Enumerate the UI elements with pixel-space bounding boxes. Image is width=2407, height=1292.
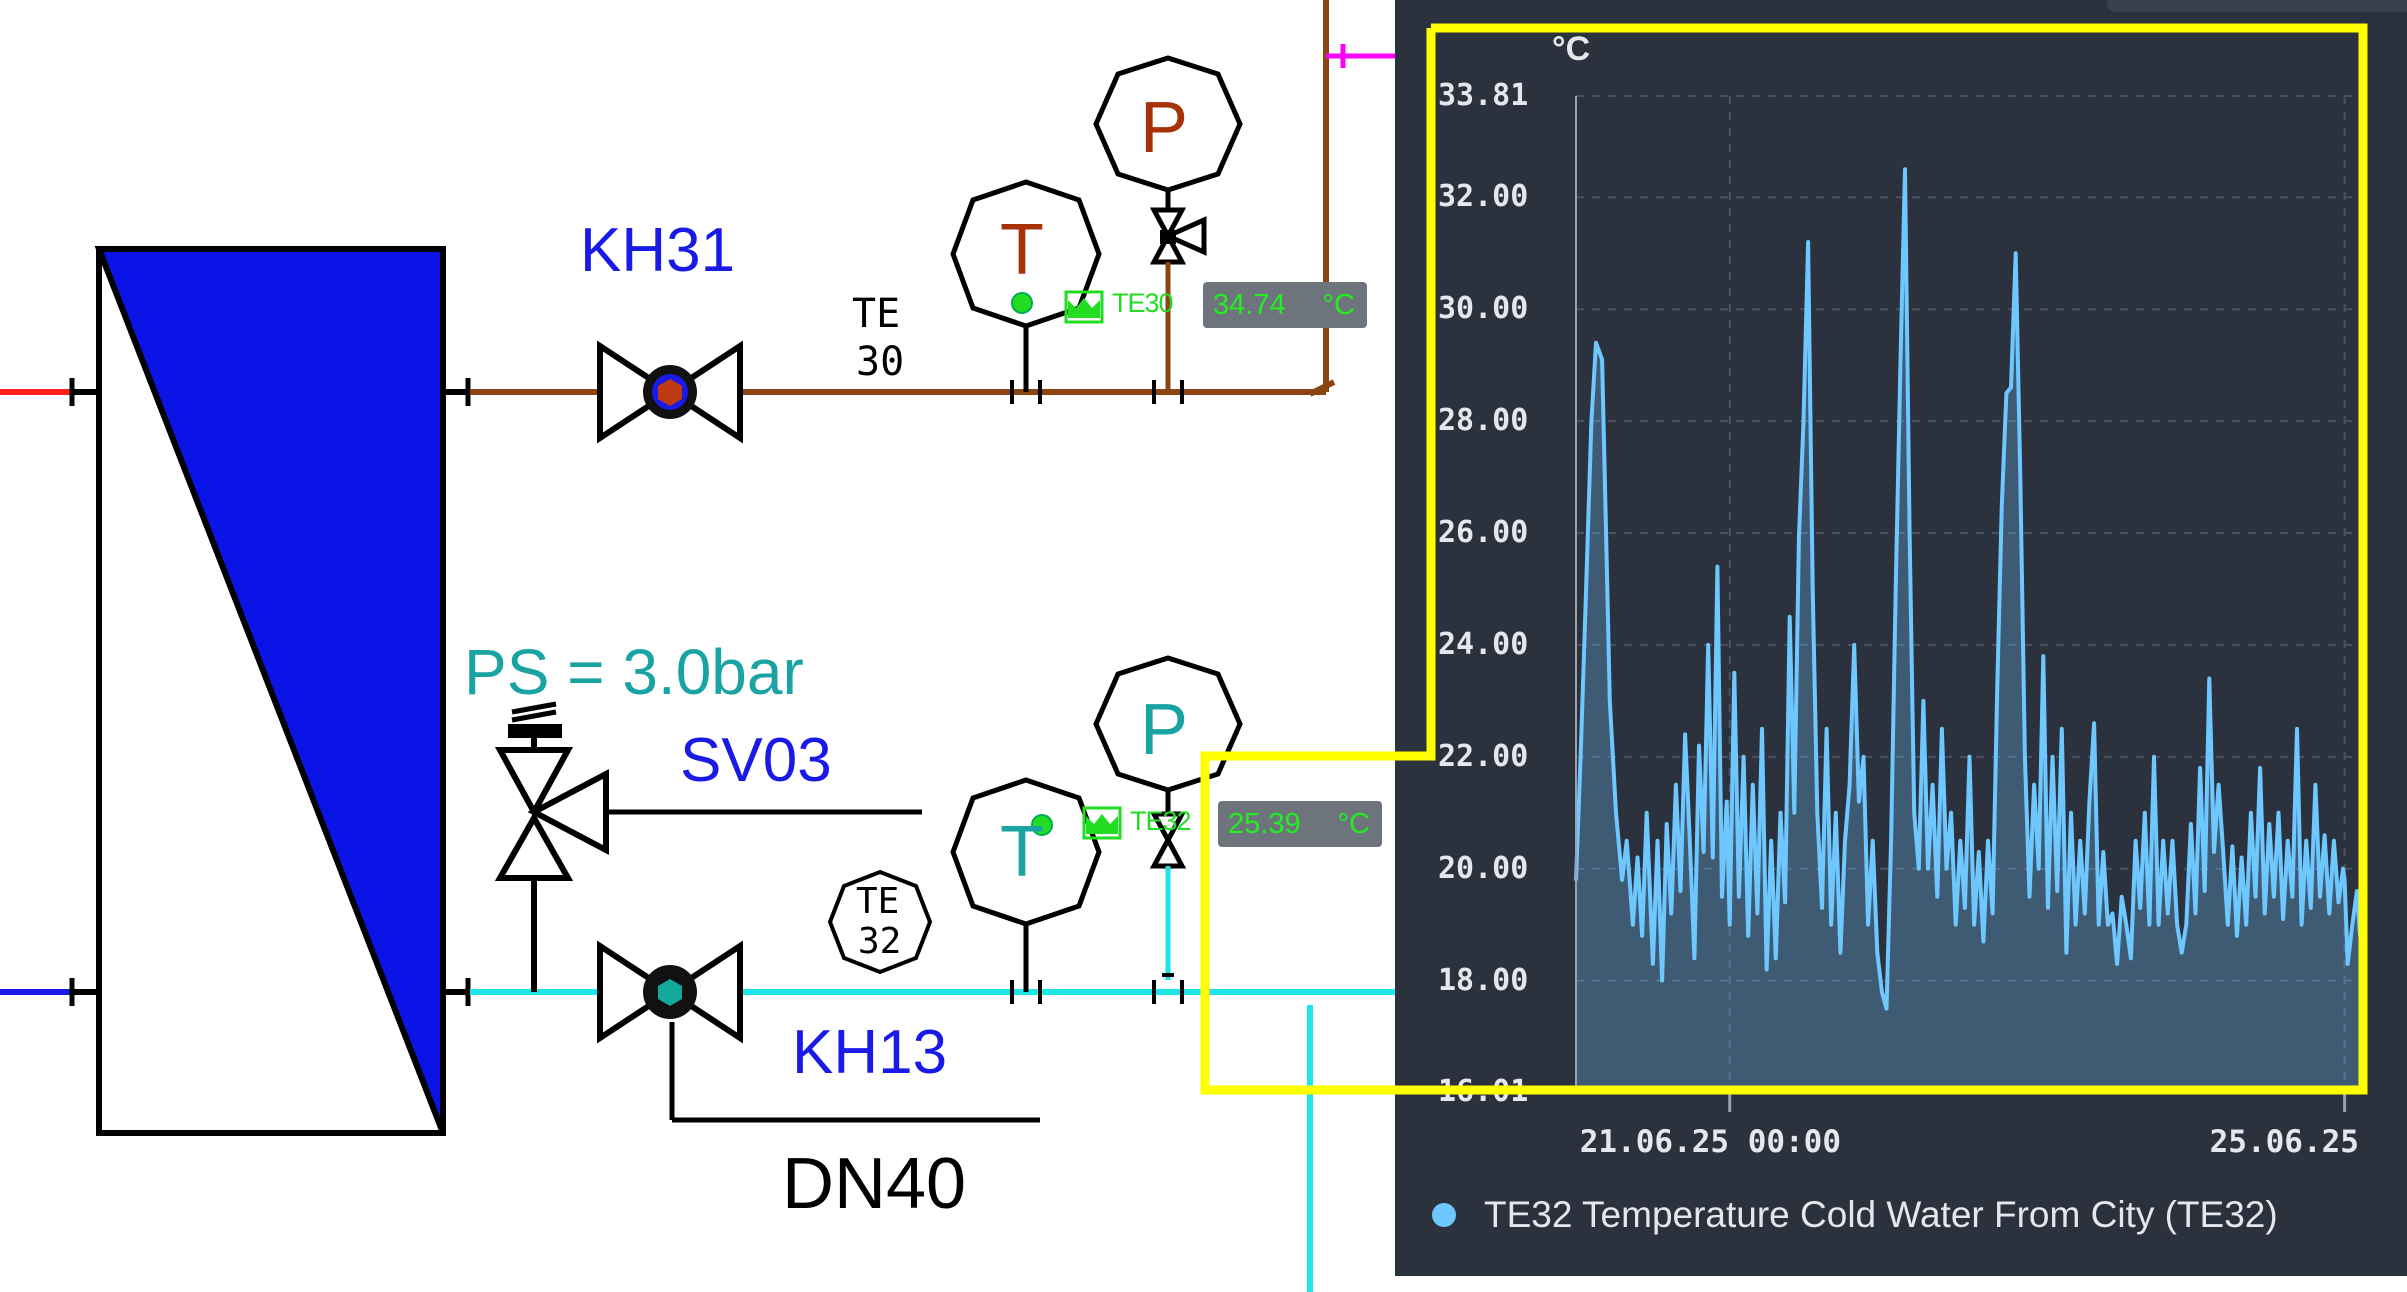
trend-icon-te32[interactable] (1082, 806, 1122, 840)
legend-series-label: TE32 Temperature Cold Water From City (T… (1484, 1194, 2278, 1235)
trend-chart-panel[interactable] (1395, 0, 2407, 1276)
relief-pressure-label: PS = 3.0bar (464, 636, 804, 708)
te32-readout-tag[interactable]: TE32 (1130, 806, 1192, 836)
x-tick-label: 21.06.25 00:00 (1579, 1124, 1842, 1160)
tag-te30-line2: 30 (856, 339, 905, 385)
tag-te32-line1: TE (856, 881, 900, 922)
te30-readout-tag[interactable]: TE30 (1112, 288, 1174, 318)
temperature-gauge-te32[interactable] (950, 777, 1102, 1004)
y-tick-label: 16.01 (1438, 1074, 1529, 1109)
tag-te30-line1: TE (852, 291, 901, 337)
valve-kh31[interactable] (597, 340, 743, 444)
y-tick-label: 33.81 (1438, 78, 1529, 113)
pipe-size-label: DN40 (782, 1144, 967, 1224)
te32-sensor-dot (1031, 814, 1053, 836)
y-tick-label: 22.00 (1438, 738, 1529, 774)
x-tick-label: 25.06.25 (2209, 1124, 2359, 1160)
y-tick-label: 24.00 (1438, 626, 1529, 662)
relief-valve-sv03[interactable] (494, 701, 922, 992)
heat-exchanger-fill (94, 246, 446, 1135)
te30-sensor-dot (1011, 292, 1033, 314)
panel-top-tab (2107, 0, 2407, 12)
chart-unit-label: °C (1552, 30, 1591, 68)
tag-te32-line2: 32 (858, 921, 902, 962)
y-tick-label: 26.00 (1438, 515, 1529, 550)
y-tick-label: 20.00 (1438, 850, 1529, 886)
te30-readout-value: 34.74 (1213, 289, 1286, 321)
te30-readout-value-box[interactable]: 34.74 °C (1203, 282, 1367, 328)
valve-kh31-label: KH31 (580, 216, 736, 285)
te32-readout-unit: °C (1337, 808, 1370, 840)
valve-kh13[interactable] (597, 940, 1040, 1123)
y-tick-label: 18.00 (1438, 962, 1529, 998)
gauge-te32-letter: T (1000, 812, 1044, 892)
y-tick-label: 32.00 (1438, 179, 1529, 215)
te32-readout-value-box[interactable]: 25.39 °C (1218, 801, 1382, 847)
relief-valve-sv03-label: SV03 (680, 726, 832, 795)
valve-kh13-label: KH13 (792, 1018, 948, 1087)
y-tick-label: 28.00 (1438, 403, 1529, 439)
temperature-gauge-te30[interactable] (950, 179, 1102, 404)
y-tick-label: 30.00 (1438, 291, 1529, 327)
tag-te32-bubble (827, 869, 933, 975)
chart-legend[interactable]: TE32 Temperature Cold Water From City (T… (1432, 1192, 2278, 1238)
legend-series-dot (1432, 1203, 1456, 1227)
te32-readout-value: 25.39 (1228, 808, 1301, 840)
te30-readout-unit: °C (1322, 289, 1355, 321)
gauge-cold-p-letter: P (1140, 690, 1189, 770)
gauge-te30-letter: T (1000, 210, 1044, 290)
gauge-hot-p-letter: P (1140, 88, 1189, 168)
trend-icon-te30[interactable] (1064, 290, 1104, 324)
